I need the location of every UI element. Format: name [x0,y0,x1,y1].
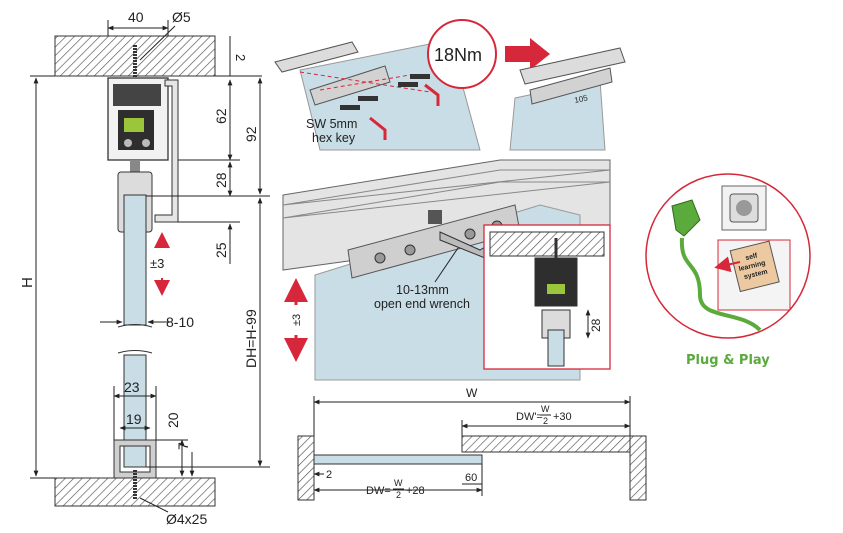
dim-25: 25 [213,242,229,258]
plug-icon [671,199,701,237]
dim-screw-bottom: Ø4x25 [166,511,207,527]
hex-key-label: hex key [312,131,356,145]
torque-label: 18Nm [434,45,482,65]
torque-badge: 18Nm [427,19,497,89]
dim-92: 92 [243,126,259,142]
floor-guide [113,439,157,479]
door-panel-plan [313,454,483,465]
dim-20: 20 [165,412,181,428]
dim-19: 19 [126,411,142,427]
adjust-label-side: ±3 [291,314,303,326]
dim-H: H [19,277,36,288]
cross-section: ±3 40 Ø5 2 62 28 92 25 H DH=H-99 8-10 [19,9,270,527]
detail-box: 28 [483,224,611,370]
adjust-label-left: ±3 [150,256,164,271]
hex-screws [340,74,430,110]
dim-40: 40 [128,9,144,25]
dim-overlap-60: 60 [465,472,477,484]
wrench-label: open end wrench [374,297,470,311]
dim-offset-2: 2 [326,469,332,481]
dim-dw-prime-suffix: +30 [553,411,572,423]
small-length: 105 [574,93,589,105]
glass-door-bottom [123,354,147,468]
dim-28: 28 [213,172,229,188]
step-arrow-icon [505,38,550,70]
dim-dw-num: W [394,478,403,488]
dim-dw-suffix: +28 [406,485,425,497]
dim-dw-den: 2 [396,490,401,500]
dim-diameter-5: Ø5 [172,9,191,25]
dim-dw-prefix: DW= [366,485,391,497]
plug-and-play-label: Plug & Play [686,353,770,368]
hex-key-icon [369,116,387,140]
cover-profile [154,79,179,223]
clamp-top [274,41,359,73]
dim-8-10: 8-10 [166,314,194,330]
dim-dw-prime-den: 2 [543,416,548,426]
cable [679,237,762,332]
dim-62: 62 [213,108,229,124]
wrench-size: 10-13mm [396,283,449,297]
wall-right [629,435,647,501]
dim-W: W [466,386,478,400]
self-learning-badge [729,240,780,293]
dim-dw-prime-num: W [541,404,550,414]
dim-2: 2 [233,54,248,61]
detail-28: 28 [589,318,603,332]
hanger-bolt [130,160,140,174]
plan-view: W DW'= W 2 +30 DW= W 2 +28 2 60 [297,386,647,501]
wall-top [461,435,631,453]
plug-and-play: self learning system Plug & Play [645,173,811,368]
badge-self: self [745,252,759,262]
wall-left [297,435,315,501]
dim-23: 23 [124,379,140,395]
assembled-view: 105 [509,47,626,151]
dim-DH: DH=H-99 [243,309,259,368]
dim-dw-prime-prefix: DW'= [516,411,543,423]
glass-door-top [123,194,147,326]
hex-key-size: SW 5mm [306,117,357,131]
dim-7: 7 [175,442,191,450]
